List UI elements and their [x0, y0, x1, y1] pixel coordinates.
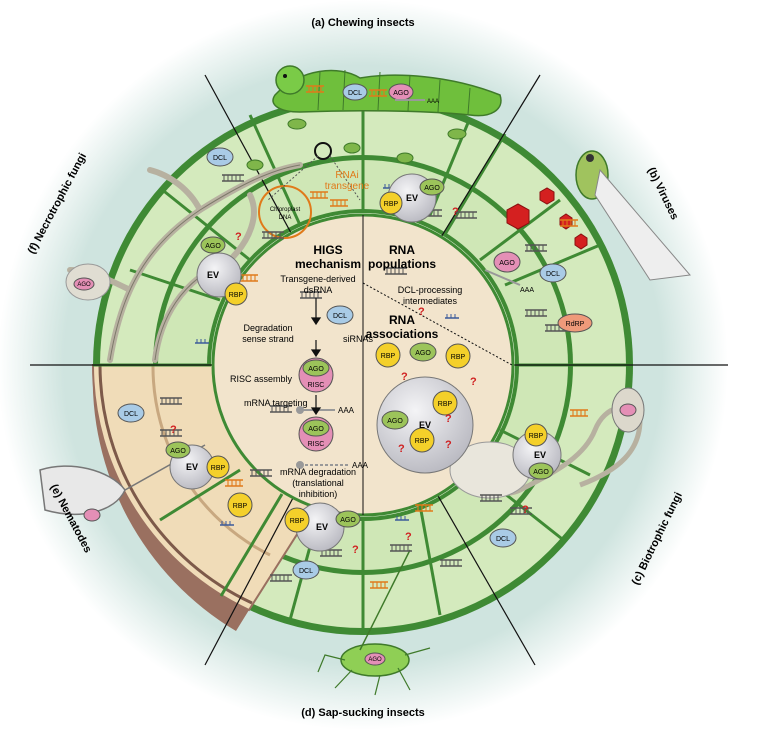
ev-label-c: EV	[534, 450, 546, 460]
panel-label-chewing: (a) Chewing insects	[311, 17, 414, 29]
degradation-label-2: sense strand	[242, 334, 294, 344]
rbp-label: RBP	[229, 292, 244, 299]
question-mark: ?	[235, 231, 242, 243]
ago-label: AGO	[499, 260, 515, 267]
transgene-label-1: Transgene-derived	[280, 274, 355, 284]
transgene-label-2: dsRNA	[304, 285, 333, 295]
ev-label-d: EV	[316, 522, 328, 532]
ev-label-f: EV	[207, 270, 219, 280]
ago-label: AGO	[424, 185, 440, 192]
mrna-degradation-3: inhibition)	[299, 489, 338, 499]
dcl-label: DCL	[299, 568, 313, 575]
protein-complexes	[73, 83, 637, 666]
dcl-processing-2: intermediates	[403, 296, 458, 306]
question-mark: ?	[445, 439, 452, 451]
aaa-label: AAA	[338, 406, 355, 415]
mrna-degradation-2: (translational	[292, 478, 344, 488]
ago-label: AGO	[205, 243, 221, 250]
ago-label: AGO	[393, 90, 409, 97]
caterpillar	[272, 65, 502, 117]
center-dividers	[362, 215, 513, 515]
panel-label-sap-sucking: (d) Sap-sucking insects	[301, 707, 424, 719]
chloroplast-label-2: DNA	[279, 215, 292, 221]
dcl-label: DCL	[348, 90, 362, 97]
risc-assembly-label: RISC assembly	[230, 374, 293, 384]
leafhopper	[575, 150, 691, 281]
question-mark: ?	[470, 376, 477, 388]
rnai-label-1: RNAi	[335, 170, 358, 181]
rbp-label: RBP	[211, 465, 226, 472]
rbp-label: RBP	[415, 438, 430, 445]
dcl-label: DCL	[213, 155, 227, 162]
ev-label-e: EV	[186, 462, 198, 472]
rbp-label: RBP	[290, 518, 305, 525]
question-mark: ?	[398, 443, 405, 455]
question-mark: ?	[445, 413, 452, 425]
ago-label: AGO	[533, 469, 549, 476]
aaa-label: AAA	[352, 461, 369, 470]
rbp-label: RBP	[381, 353, 396, 360]
rbp-label: RBP	[451, 354, 466, 361]
rbp-label: RBP	[233, 503, 248, 510]
chloroplast-transgene	[258, 142, 361, 239]
degradation-label-1: Degradation	[243, 323, 292, 333]
ago-label: AGO	[308, 366, 324, 373]
rna-associations-2: associations	[366, 327, 439, 341]
ev-label-center: EV	[419, 420, 431, 430]
dcl-processing-1: DCL-processing	[398, 285, 463, 295]
higs-title-line2: mechanism	[295, 257, 361, 271]
ago-label: AGO	[387, 418, 403, 425]
question-mark: ?	[452, 206, 459, 218]
mrna-degradation-1: mRNA degradation	[280, 467, 356, 477]
mrna-targeting-label: mRNA targeting	[244, 398, 308, 408]
ev-label-a: EV	[406, 193, 418, 203]
aaa-label: AAA	[520, 287, 534, 294]
rbp-label: RBP	[384, 201, 399, 208]
higs-title-line1: HIGS	[313, 243, 342, 257]
dcl-label: DCL	[496, 536, 510, 543]
question-mark: ?	[522, 504, 529, 516]
ago-label: AGO	[77, 282, 91, 288]
dcl-label: DCL	[546, 271, 560, 278]
pathway-arrows	[310, 298, 322, 416]
ago-label: AGO	[340, 517, 356, 524]
dcl-label: DCL	[124, 411, 138, 418]
mrna-strands	[296, 99, 521, 469]
chloroplast-label-1: Chloroplast	[270, 207, 301, 213]
sirnas-label: siRNAs	[343, 334, 374, 344]
rbp-label: RBP	[438, 401, 453, 408]
question-mark: ?	[418, 306, 425, 318]
question-mark: ?	[170, 424, 177, 436]
risc-label: RISC	[308, 382, 325, 389]
extracellular-vesicles	[169, 173, 562, 552]
aaa-label: AAA	[427, 99, 439, 105]
ago-label: AGO	[170, 448, 186, 455]
risc-label: RISC	[308, 441, 325, 448]
question-mark: ?	[401, 371, 408, 383]
rna-populations-1: RNA	[389, 243, 415, 257]
rnai-label-2: transgene	[325, 181, 370, 192]
dcl-label: DCL	[333, 313, 347, 320]
ago-label: AGO	[415, 350, 431, 357]
ago-label: AGO	[308, 426, 324, 433]
rbp-label: RBP	[529, 433, 544, 440]
rdrp-label: RdRP	[566, 321, 585, 328]
question-mark: ?	[352, 544, 359, 556]
rna-associations-1: RNA	[389, 313, 415, 327]
question-mark: ?	[405, 531, 412, 543]
rna-populations-2: populations	[368, 257, 436, 271]
ago-label: AGO	[368, 657, 382, 663]
